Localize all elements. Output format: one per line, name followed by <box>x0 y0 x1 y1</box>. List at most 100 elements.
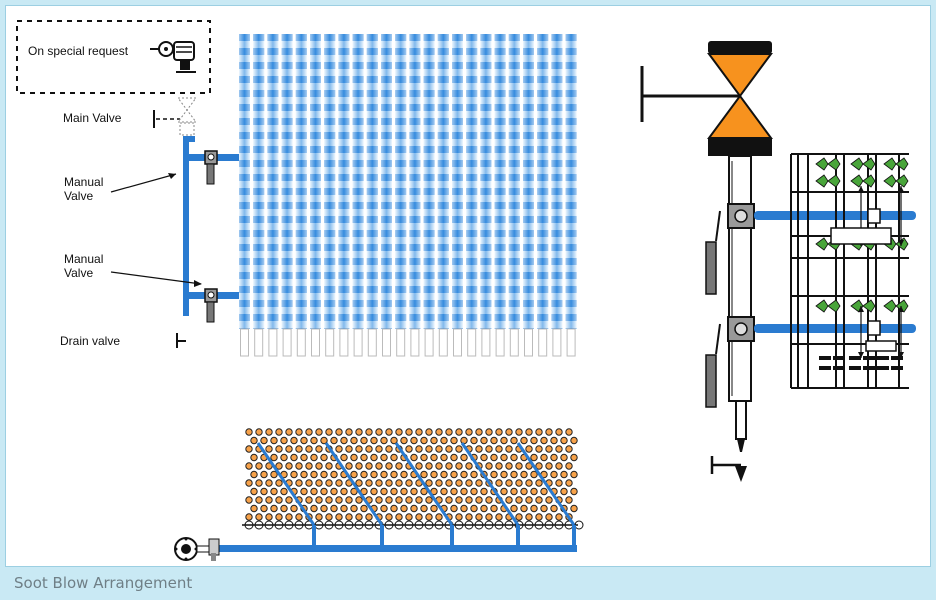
tube-dot <box>400 487 408 496</box>
carriage-upper <box>830 227 892 245</box>
tube-dot <box>355 462 363 470</box>
tube-dot <box>470 504 478 513</box>
tube-dot <box>515 513 523 521</box>
tube-dot <box>540 504 548 513</box>
tube-dot <box>400 436 408 445</box>
tube-dot <box>275 513 283 521</box>
tube-dot <box>300 470 308 479</box>
tube-dot <box>335 428 343 436</box>
manual-valve-upper-icon <box>204 150 218 185</box>
tube-dot <box>390 504 398 513</box>
tube-dot <box>420 504 428 513</box>
tube-dot <box>245 496 253 504</box>
tube-dot <box>415 428 423 436</box>
tube-dot <box>345 496 353 504</box>
support-clip <box>819 356 831 360</box>
tube-shade <box>310 34 321 329</box>
tube-dot <box>335 479 343 487</box>
tube-dot <box>265 513 273 521</box>
fin-mark <box>862 174 876 188</box>
tube-dot <box>535 428 543 436</box>
tube-dot <box>500 436 508 445</box>
tube-end <box>296 328 306 357</box>
tube-dot <box>570 487 578 496</box>
tube-dot <box>365 462 373 470</box>
tube-dot <box>470 487 478 496</box>
tube-dot <box>325 462 333 470</box>
lance-diagonal <box>516 442 576 526</box>
tube-dot <box>550 504 558 513</box>
tube-dot <box>420 487 428 496</box>
tube-dot <box>355 445 363 453</box>
tube-shade <box>324 34 336 329</box>
tube-dot <box>325 428 333 436</box>
tube-dot <box>280 504 288 513</box>
tube-dot <box>555 479 563 487</box>
tube-end <box>467 328 477 357</box>
tube-end <box>453 328 462 357</box>
tube-dot <box>525 445 533 453</box>
tube-end <box>325 328 335 357</box>
tube-dot <box>415 462 423 470</box>
tube-dot <box>285 462 293 470</box>
tube-dot <box>285 513 293 521</box>
arrow-head <box>898 352 904 358</box>
tube-dot <box>245 445 253 453</box>
tube-dot <box>430 436 438 445</box>
tube-dot <box>565 462 573 470</box>
tube-dot <box>245 428 253 436</box>
tube-dot <box>270 470 278 479</box>
tube-dot <box>395 462 403 470</box>
tube-dot <box>555 445 563 453</box>
carriage-head <box>867 320 881 336</box>
tube-dot <box>400 504 408 513</box>
tube-dot <box>255 479 263 487</box>
support-clip <box>819 366 831 370</box>
tube-dot <box>535 445 543 453</box>
tube-dot <box>480 504 488 513</box>
manual-valve-lower-icon <box>204 288 218 323</box>
tube-shade <box>239 34 250 329</box>
tube-dot <box>555 513 563 521</box>
tube-dot <box>500 453 508 462</box>
tube-dot <box>465 462 473 470</box>
tube-dot <box>380 504 388 513</box>
tube-dot <box>545 462 553 470</box>
tube-dot <box>320 470 328 479</box>
tube-dot <box>435 513 443 521</box>
tube-dot <box>475 428 483 436</box>
tube-end <box>495 328 505 357</box>
tube-dot <box>510 487 518 496</box>
tube-dot <box>545 496 553 504</box>
fin-mark <box>815 157 829 171</box>
tube-dot <box>265 496 273 504</box>
tube-dot <box>570 453 578 462</box>
manual-valve-2-pointer <box>110 271 202 285</box>
tube-end <box>509 328 519 357</box>
tube-dot <box>360 470 368 479</box>
tube-dot <box>510 470 518 479</box>
tube-shade <box>366 34 378 329</box>
tube-dot <box>395 428 403 436</box>
tube-dot <box>340 436 348 445</box>
tube-dot <box>475 513 483 521</box>
tube-dot <box>530 453 538 462</box>
tube-array-cross-section <box>244 428 584 530</box>
tube-dot <box>305 462 313 470</box>
tube-dot <box>510 453 518 462</box>
tube-dot <box>485 428 493 436</box>
drain-valve-icon <box>176 333 186 348</box>
special-request-box: On special request <box>16 20 211 94</box>
tube-end <box>552 328 562 357</box>
main-valve-label: Main Valve <box>63 111 122 125</box>
tube-dot <box>320 487 328 496</box>
tube-dot <box>455 462 463 470</box>
tube-dot <box>495 479 503 487</box>
fin-mark <box>883 157 897 171</box>
tube-dot <box>345 513 353 521</box>
tube-dot <box>555 462 563 470</box>
arrow-head <box>898 240 904 246</box>
tube-dot <box>425 513 433 521</box>
tube-shade <box>480 34 492 329</box>
tube-dot <box>350 487 358 496</box>
